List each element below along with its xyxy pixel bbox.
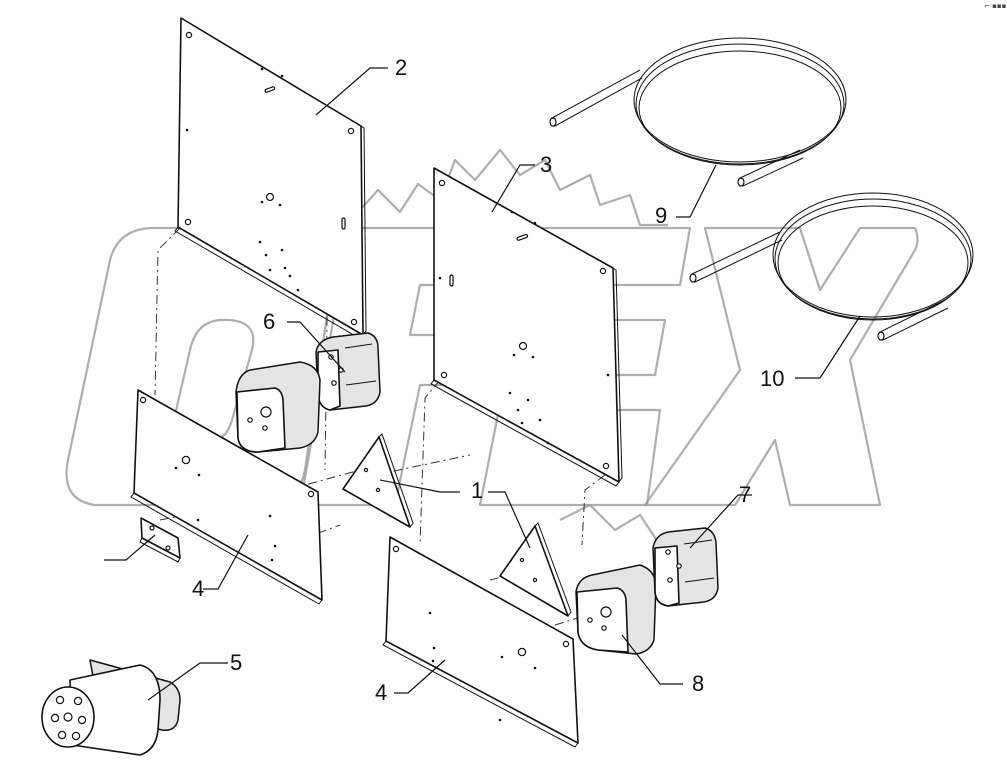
- rear-lamp-6: [315, 332, 381, 411]
- combination-lamp-8a: [235, 361, 321, 453]
- number-plate-4b: [382, 536, 579, 748]
- callout-2: 2: [395, 55, 408, 80]
- combination-lamp-8b: [575, 564, 657, 655]
- rear-lamp-7: [652, 527, 719, 607]
- callout-9: 9: [655, 203, 668, 228]
- callout-8: 8: [692, 671, 705, 696]
- socket-5: [41, 659, 181, 756]
- callout-6: 6: [263, 309, 276, 334]
- callout-3: 3: [540, 152, 553, 177]
- callout-7: 7: [739, 482, 752, 507]
- triangle-reflector-1b: [499, 522, 572, 617]
- callout-4-right: 4: [375, 680, 388, 705]
- corner-mark: ⌐ ▪▪▪: [984, 2, 1007, 10]
- number-plate-4a: [130, 389, 323, 605]
- callout-5: 5: [230, 650, 243, 675]
- mounting-plate-3: [430, 167, 623, 487]
- callout-1: 1: [471, 478, 484, 503]
- triangle-reflector-1a: [342, 433, 414, 528]
- callout-10: 10: [760, 366, 785, 391]
- mounting-plate-2: [174, 17, 367, 339]
- bracket: [139, 517, 181, 563]
- leader-lines: [104, 67, 861, 701]
- cable-9: [549, 37, 847, 187]
- cable-10: [689, 192, 974, 341]
- callout-4-left: 4: [192, 576, 205, 601]
